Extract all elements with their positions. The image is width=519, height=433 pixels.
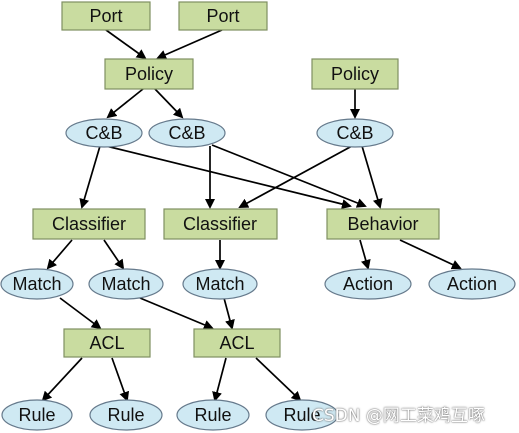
node-cb-2: C&B: [148, 118, 226, 148]
node-rule-4-label: Rule: [283, 405, 320, 425]
node-action-2-label: Action: [447, 274, 497, 294]
node-policy-2: Policy: [311, 58, 399, 90]
node-acl-2-label: ACL: [219, 333, 254, 353]
edge-cb3-classifier2: [238, 145, 353, 208]
node-classifier-1-label: Classifier: [52, 214, 126, 234]
edge-match1-acl1: [59, 297, 102, 330]
node-cb-3: C&B: [316, 118, 394, 148]
node-cb-1: C&B: [65, 118, 143, 148]
node-port-2-label: Port: [206, 6, 239, 26]
edge-acl1-rule2: [111, 357, 130, 402]
node-action-1-label: Action: [343, 274, 393, 294]
node-policy-1: Policy: [104, 58, 194, 90]
edge-acl1-rule1: [41, 357, 83, 402]
node-action-1: Action: [324, 268, 412, 300]
node-match-2: Match: [88, 268, 164, 300]
node-cb-2-label: C&B: [168, 123, 205, 143]
node-acl-2: ACL: [193, 328, 281, 358]
edge-behavior-action2: [399, 239, 462, 270]
node-match-1-label: Match: [12, 274, 61, 294]
edge-cb1-behavior: [105, 145, 352, 209]
edge-behavior-action1: [359, 239, 371, 270]
node-rule-3: Rule: [176, 399, 250, 431]
node-classifier-1: Classifier: [32, 208, 146, 240]
edge-classifier1-match1: [46, 239, 73, 270]
node-port-1: Port: [61, 1, 151, 31]
edge-acl2-rule3: [212, 357, 227, 402]
edge-classifier1-match2: [103, 239, 125, 270]
node-rule-3-label: Rule: [194, 405, 231, 425]
edge-match3-acl2: [223, 297, 235, 330]
node-port-1-label: Port: [89, 6, 122, 26]
node-classifier-2-label: Classifier: [183, 214, 257, 234]
edge-policy1-cb2: [154, 88, 184, 119]
watermark: CSDN @网工菜鸡互啄: [312, 406, 485, 426]
node-policy-1-label: Policy: [125, 64, 173, 84]
node-behavior: Behavior: [326, 208, 440, 240]
edge-acl2-rule4: [255, 357, 302, 402]
edge-cb1-classifier1: [79, 145, 101, 209]
edge-match2-acl2: [139, 297, 214, 330]
edge-port1-policy1: [105, 29, 147, 60]
node-port-2: Port: [178, 1, 268, 31]
edge-port2-policy1: [156, 29, 223, 60]
node-acl-1: ACL: [63, 328, 151, 358]
edges: [41, 29, 462, 402]
edge-cb3-behavior: [361, 145, 383, 209]
node-acl-1-label: ACL: [89, 333, 124, 353]
node-match-2-label: Match: [101, 274, 150, 294]
node-match-1: Match: [0, 268, 74, 300]
edge-policy1-cb1: [106, 88, 144, 119]
edge-cb2-behavior: [211, 144, 367, 208]
node-cb-1-label: C&B: [85, 123, 122, 143]
node-action-2: Action: [428, 268, 516, 300]
node-behavior-label: Behavior: [347, 214, 418, 234]
node-policy-2-label: Policy: [331, 64, 379, 84]
node-rule-1: Rule: [1, 399, 73, 431]
node-match-3: Match: [182, 268, 258, 300]
node-classifier-2: Classifier: [163, 208, 278, 240]
node-rule-2-label: Rule: [107, 405, 144, 425]
node-rule-1-label: Rule: [18, 405, 55, 425]
node-match-3-label: Match: [195, 274, 244, 294]
node-rule-4: Rule: [265, 399, 339, 431]
node-cb-3-label: C&B: [336, 123, 373, 143]
node-rule-2: Rule: [89, 399, 163, 431]
